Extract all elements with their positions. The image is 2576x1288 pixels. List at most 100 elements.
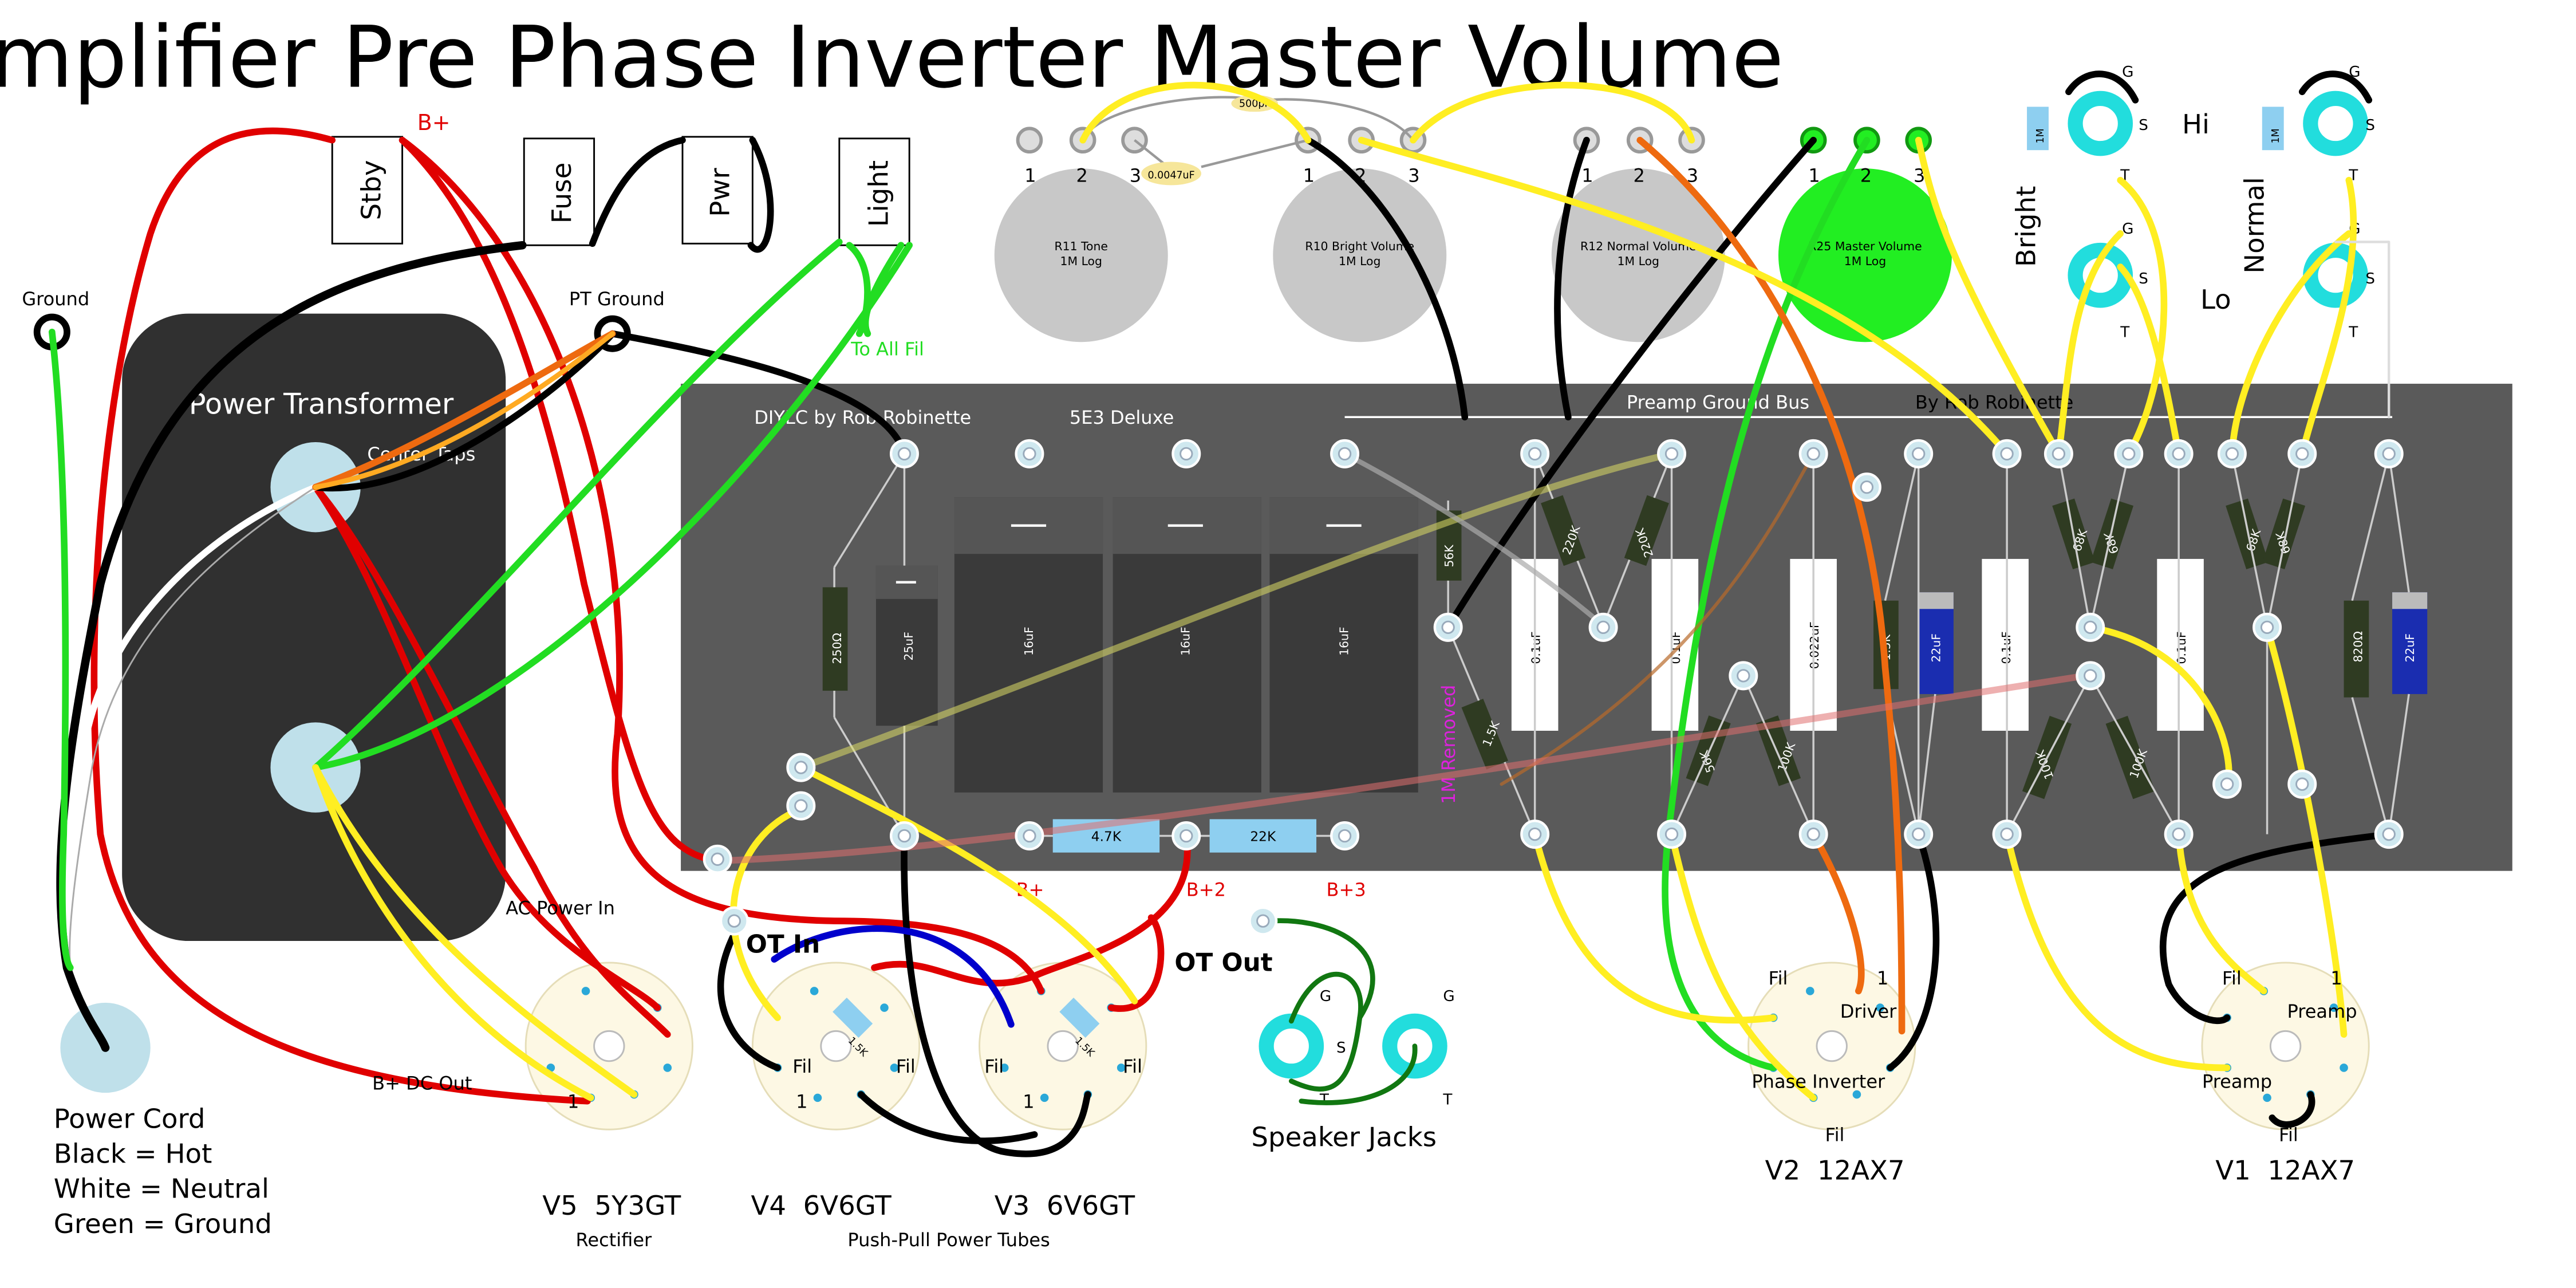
resistor-820: 820Ω (2344, 600, 2369, 698)
resistor-820-label: 820Ω (2352, 631, 2365, 662)
cap-25uf-label: 25uF (902, 632, 916, 661)
b-plus-3-node-label: B+3 (1327, 879, 1366, 900)
tube-label-v3: V3 6V6GT (995, 1190, 1135, 1221)
pot-r10-bright-volume[interactable]: R10 Bright Volume 1M Log (1273, 168, 1447, 342)
bright-channel-label: Bright (2011, 186, 2042, 267)
resistor-68k-c: 68K (2226, 498, 2269, 569)
tube-label-v4: V4 6V6GT (751, 1190, 891, 1221)
pilot-light-label: Light (863, 160, 894, 227)
cap-0-1uf-label: 0.1uF (2175, 631, 2188, 664)
standby-switch[interactable]: Stby (331, 136, 404, 245)
pin-label: Fil (1769, 967, 1788, 989)
power-cord-line: Black = Hot (54, 1139, 212, 1169)
to-all-fil-label: To All Fil (850, 338, 924, 360)
fuse-label: Fuse (546, 163, 577, 224)
power-cord-line: Green = Ground (54, 1208, 272, 1239)
jack-pin-label: S (2365, 270, 2375, 287)
jack-pin-label: G (1443, 988, 1454, 1005)
cap-25uf: 25uF (875, 565, 938, 726)
pot-name: R11 Tone (1055, 239, 1108, 253)
pin-label: Preamp (2287, 1001, 2357, 1022)
cap-0047uf-label: 0.0047uF (1147, 170, 1194, 182)
filter-cap-value: 16uF (1022, 627, 1036, 656)
pot-value: 1M Log (1060, 254, 1102, 268)
pin-label: Fil (984, 1055, 1004, 1077)
jack-pin-label: T (2120, 324, 2130, 341)
power-transformer-label: Power Transformer (189, 387, 454, 420)
resistor-250-label: 250Ω (830, 633, 844, 664)
jack-pin-label: G (2122, 220, 2133, 238)
pt-ground-label: PT Ground (569, 288, 665, 310)
tube-label-v5: V5 5Y3GT (542, 1190, 681, 1221)
resistor-1m-label: 1M (2035, 128, 2046, 143)
jack-pin-label: T (1442, 1092, 1453, 1109)
power-cord-line: Power Cord (54, 1103, 206, 1134)
standby-switch-label: Stby (356, 160, 387, 220)
pot-r25-master-volume[interactable]: R25 Master Volume 1M Log (1778, 168, 1952, 342)
socket-pin-labels: 1 Fil Fil 1 Fil Fil 1 Fil 1 Driver Phase… (567, 967, 2357, 1146)
power-cord-line: White = Neutral (54, 1173, 269, 1204)
hi-label: Hi (2182, 109, 2210, 140)
cap-0-1uf-d: 0.1uF (2157, 558, 2204, 731)
speaker-jacks-label: Speaker Jacks (1251, 1121, 1437, 1152)
deluxe-label: 5E3 Deluxe (1070, 407, 1174, 428)
pin-label: Fil (1123, 1055, 1142, 1077)
pin-label: Fil (792, 1055, 812, 1077)
jack-pin-label: S (1336, 1039, 1346, 1057)
pot-r11-tone[interactable]: R11 Tone 1M Log (994, 168, 1168, 342)
resistor-250: 250Ω (822, 567, 848, 718)
tube-socket-v5 (524, 962, 693, 1131)
tube-socket-v4 (751, 962, 921, 1131)
tube-socket-v3 (979, 962, 1147, 1131)
preamp-ground-bus-label: Preamp Ground Bus (1627, 392, 1809, 413)
tube-socket-v1 (2201, 962, 2370, 1131)
cap-22uf-label: 22uF (2403, 633, 2417, 663)
pot-name: R10 Bright Volume (1305, 239, 1414, 253)
jack-pin-label: T (2348, 324, 2358, 341)
pin-label: Phase Inverter (1751, 1070, 1885, 1092)
pot-lug-number: 1 (1808, 165, 1820, 187)
power-switch-label: Pwr (705, 167, 736, 216)
tube-label-v2: V2 12AX7 (1765, 1155, 1905, 1186)
tube-labels: V5 5Y3GT V4 6V6GT V3 6V6GT V2 12AX7 V1 1… (542, 1155, 2355, 1221)
filter-cap-1: 16uF (954, 497, 1103, 793)
pot-lug-number: 3 (1687, 165, 1698, 187)
ot-out-label: OT Out (1174, 948, 1272, 977)
ot-in-label: OT In (746, 929, 820, 959)
pot-lug-number: 2 (1076, 165, 1088, 187)
pin-label: Preamp (2202, 1070, 2272, 1092)
board-leads (833, 453, 2410, 837)
pin-label: Fil (1825, 1124, 1845, 1146)
pin-label: Driver (1840, 1001, 1897, 1022)
pot-lug-numbers: 1 2 3 1 2 3 1 2 3 1 2 3 (1024, 165, 1925, 187)
input-jacks[interactable] (2068, 90, 2368, 308)
jack-pin-label: G (2122, 64, 2133, 81)
cap-0047uf (1141, 162, 1202, 186)
cap-22uf-a: 22uF (1918, 592, 1954, 694)
lo-label: Lo (2200, 284, 2231, 315)
power-switch[interactable]: Pwr (681, 136, 754, 245)
normal-channel-label: Normal (2239, 177, 2270, 274)
jack-pin-label: S (2139, 117, 2148, 134)
pilot-light[interactable]: Light (838, 137, 910, 246)
filter-cap-value: 16uF (1337, 627, 1351, 656)
resistor-1m-label: 1M (2270, 128, 2282, 143)
resistor-22k: 22K (1209, 819, 1317, 853)
ac-power-in-label: AC Power In (506, 897, 615, 919)
power-cord-legend: Power Cord Black = Hot White = Neutral G… (54, 1103, 272, 1239)
pin-label: Fil (896, 1055, 916, 1077)
jack-pin-label: G (1320, 988, 1331, 1005)
pot-value: 1M Log (1339, 254, 1380, 268)
tube-socket-v2 (1747, 962, 1916, 1131)
filter-cap-value: 16uF (1179, 627, 1193, 656)
fuse-holder[interactable]: Fuse (523, 137, 595, 246)
pot-lug-number: 1 (1581, 165, 1593, 187)
b-plus-top-label: B+ (417, 110, 451, 135)
ground-label: Ground (22, 288, 89, 310)
cap-22uf-label: 22uF (1930, 633, 1943, 663)
grid-resistors-1m: 1M 1M (2027, 107, 2284, 151)
b-plus-dc-out-label: B+ DC Out (372, 1072, 472, 1094)
push-pull-label: Push-Pull Power Tubes (847, 1229, 1050, 1251)
pot-lug-number: 2 (1860, 165, 1872, 187)
